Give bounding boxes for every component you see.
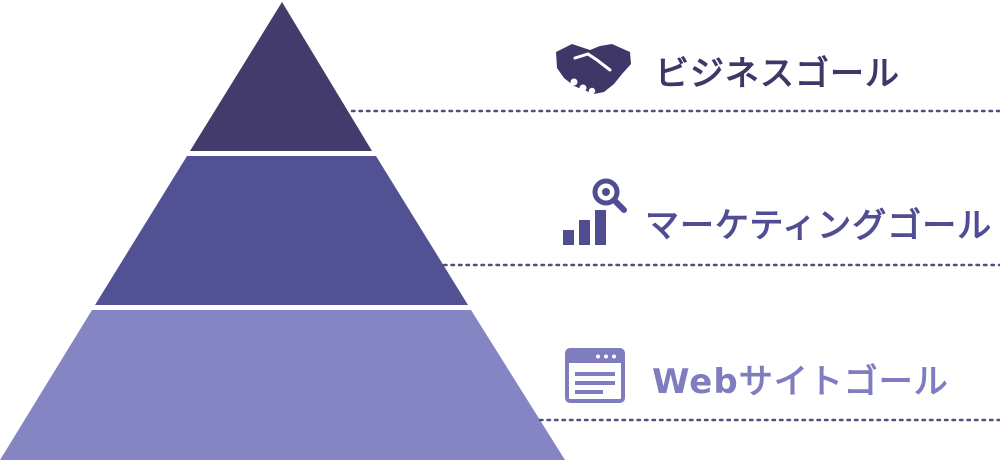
pyramid-tier-web bbox=[0, 310, 565, 460]
chart-magnifier-icon bbox=[563, 178, 627, 245]
website-goal-label: Webサイトゴール bbox=[652, 362, 949, 402]
pyramid-tier-business bbox=[190, 2, 372, 151]
handshake-icon bbox=[556, 44, 631, 95]
business-goal-label: ビジネスゴール bbox=[655, 54, 900, 94]
marketing-goal-label: マーケティングゴール bbox=[645, 206, 993, 246]
browser-window-icon bbox=[565, 348, 625, 403]
pyramid-tier-marketing bbox=[95, 156, 468, 305]
